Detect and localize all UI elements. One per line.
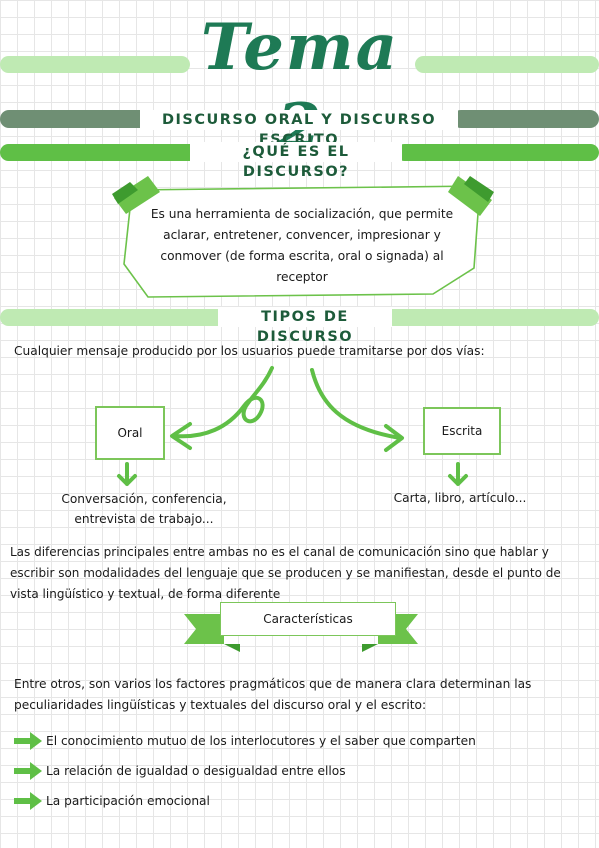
intro-text: Cualquier mensaje producido por los usua… bbox=[14, 344, 485, 358]
title-bar-left bbox=[0, 56, 190, 73]
heading3-bar-right bbox=[384, 309, 599, 326]
section-heading: ¿QUÉ ES EL DISCURSO? bbox=[190, 142, 402, 180]
heading2-bar-right bbox=[396, 144, 599, 161]
caracteristicas-label: Características bbox=[220, 602, 396, 636]
right-arrow-icon bbox=[14, 732, 42, 750]
heading1-bar-right bbox=[452, 110, 599, 128]
differences-text: Las diferencias principales entre ambas … bbox=[10, 545, 561, 601]
branch-arrows bbox=[170, 366, 404, 452]
section-heading: TIPOS DE DISCURSO bbox=[218, 307, 392, 345]
factor-text: El conocimiento mutuo de los interlocuto… bbox=[46, 734, 476, 748]
section-heading: DISCURSO ORAL Y DISCURSO ESCRITO bbox=[140, 110, 458, 148]
right-arrow-icon bbox=[14, 792, 42, 810]
heading1-bar-left bbox=[0, 110, 150, 128]
factor-text: La participación emocional bbox=[46, 794, 210, 808]
escrita-box: Escrita bbox=[423, 407, 501, 455]
heading3-bar-left bbox=[0, 309, 232, 326]
list-item: El conocimiento mutuo de los interlocuto… bbox=[14, 732, 476, 750]
factors-intro: Entre otros, son varios los factores pra… bbox=[14, 677, 532, 712]
oral-box: Oral bbox=[95, 406, 165, 460]
factor-text: La relación de igualdad o desigualdad en… bbox=[46, 764, 346, 778]
oral-examples: Conversación, conferencia, entrevista de… bbox=[61, 492, 227, 526]
escrita-examples: Carta, libro, artículo... bbox=[393, 491, 527, 505]
definition-text: Es una herramienta de socialización, que… bbox=[150, 207, 454, 284]
definition-frame bbox=[112, 176, 494, 298]
right-arrow-icon bbox=[14, 762, 42, 780]
heading2-bar-left bbox=[0, 144, 200, 161]
list-item: La relación de igualdad o desigualdad en… bbox=[14, 762, 346, 780]
down-arrow-icon bbox=[448, 462, 468, 486]
title-bar-right bbox=[415, 56, 599, 73]
down-arrow-icon bbox=[117, 462, 137, 486]
list-item: La participación emocional bbox=[14, 792, 210, 810]
